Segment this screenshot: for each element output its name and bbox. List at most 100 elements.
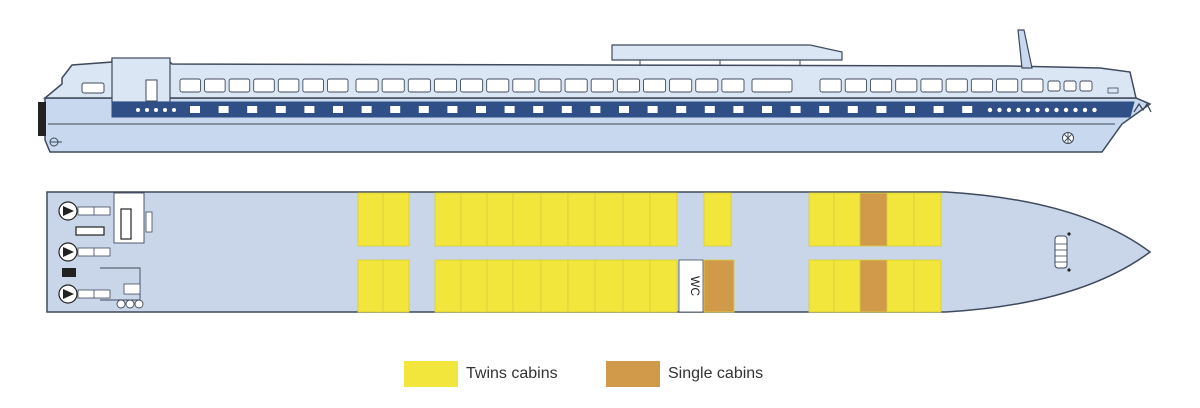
- porthole: [136, 108, 140, 112]
- stripe-window: [962, 106, 973, 113]
- ship-side-view: [38, 29, 1152, 153]
- spiral-stair-icon: [1054, 232, 1071, 272]
- window: [512, 78, 536, 93]
- window: [920, 78, 943, 93]
- twin-cabin: [357, 192, 384, 247]
- stripe-window: [418, 106, 429, 113]
- twin-cabin: [540, 192, 569, 247]
- sun-deck-canopy: [611, 44, 843, 61]
- legend-swatch-twins: [404, 361, 458, 387]
- stripe-window: [619, 106, 629, 113]
- porthole: [1073, 107, 1078, 113]
- bollard: [116, 299, 126, 309]
- single-cabin: [859, 259, 888, 313]
- window: [869, 78, 893, 93]
- stripe-window: [333, 106, 343, 113]
- porthole: [1025, 107, 1031, 113]
- porthole: [154, 108, 158, 112]
- twin-cabin: [913, 259, 942, 313]
- stripe-window: [561, 106, 572, 113]
- window: [669, 78, 693, 93]
- wc-label: WC: [688, 276, 702, 296]
- portholes: [136, 107, 1097, 113]
- legend-swatch-single: [606, 361, 660, 387]
- window: [1079, 80, 1093, 92]
- stripe-window: [704, 106, 715, 113]
- stripe-window: [733, 106, 744, 113]
- window: [1047, 80, 1061, 92]
- stripe-window: [647, 106, 658, 113]
- stripe-window: [304, 106, 315, 113]
- window: [302, 78, 324, 93]
- window: [486, 78, 510, 93]
- stripe-window: [790, 106, 801, 113]
- window: [970, 78, 994, 93]
- window: [895, 78, 918, 93]
- twin-cabin: [594, 259, 624, 313]
- stripe-window: [590, 106, 601, 113]
- wc-room: [678, 259, 704, 313]
- porthole: [145, 108, 149, 112]
- window: [355, 78, 379, 93]
- stripe-window: [476, 106, 486, 113]
- window: [1021, 78, 1044, 93]
- twin-cabin: [833, 192, 861, 247]
- window: [695, 78, 719, 93]
- porthole: [1035, 107, 1040, 113]
- stripe-window: [390, 106, 401, 113]
- legend-item-twins: Twins cabins: [404, 360, 558, 388]
- twin-cabin: [594, 192, 624, 247]
- window: [460, 78, 484, 93]
- twin-cabin: [434, 192, 462, 247]
- stripe-window: [819, 106, 830, 113]
- twin-cabin: [512, 192, 542, 247]
- window: [643, 78, 667, 93]
- window: [564, 78, 588, 93]
- window: [996, 78, 1019, 93]
- twin-cabin: [833, 259, 861, 313]
- window: [1063, 80, 1077, 92]
- twin-cabin: [357, 259, 384, 313]
- stripe-window: [676, 106, 687, 113]
- twin-cabin: [382, 259, 410, 313]
- twin-cabin: [567, 192, 596, 247]
- twin-cabin: [808, 259, 835, 313]
- single-cabin: [859, 192, 888, 247]
- window: [945, 78, 968, 93]
- stripe-window: [533, 106, 544, 113]
- porthole: [163, 108, 167, 112]
- mast: [1017, 29, 1033, 69]
- porthole: [1054, 107, 1059, 113]
- upper-windows: [179, 78, 1093, 93]
- stripe-window: [847, 106, 858, 113]
- twin-cabin: [913, 192, 942, 247]
- propeller-icon: [49, 137, 62, 147]
- twin-cabin: [622, 259, 651, 313]
- stripe-window: [247, 106, 258, 113]
- twin-cabin: [808, 192, 835, 247]
- stripe-windows: [190, 106, 973, 113]
- porthole: [1044, 107, 1050, 113]
- twin-cabin: [512, 259, 542, 313]
- porthole: [1082, 107, 1088, 113]
- twin-cabin: [486, 259, 514, 313]
- twin-cabin: [567, 259, 596, 313]
- porthole: [1063, 107, 1069, 113]
- stripe-window: [190, 106, 200, 113]
- twin-cabin: [649, 192, 678, 247]
- window: [253, 78, 275, 93]
- legend: Twins cabins Single cabins: [0, 360, 1200, 388]
- stripe-window: [876, 106, 887, 113]
- window: [721, 78, 745, 93]
- pump-arrow-icon: [63, 206, 74, 216]
- legend-item-single: Single cabins: [606, 360, 763, 388]
- stripe-window: [275, 106, 286, 113]
- bollard: [125, 299, 135, 309]
- twin-cabin: [886, 259, 915, 313]
- window: [407, 78, 431, 93]
- pump-arrow-icon: [63, 289, 74, 299]
- stripe-window: [361, 106, 372, 113]
- bow-logo: [1133, 102, 1152, 113]
- deck-plan: WC: [46, 191, 1152, 313]
